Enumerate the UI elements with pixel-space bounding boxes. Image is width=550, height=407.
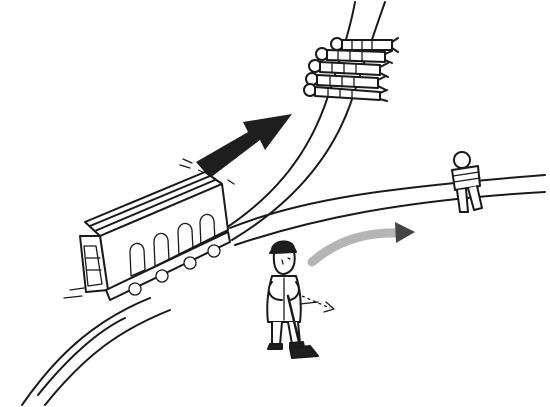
- switch-operator: [266, 240, 335, 359]
- person-4: [305, 72, 387, 91]
- person-5: [303, 83, 388, 102]
- upper-track: [219, 1, 386, 241]
- person-2: [315, 47, 393, 64]
- five-people: [303, 37, 399, 102]
- switch-arrow: [307, 222, 415, 267]
- person-1: [330, 37, 399, 53]
- side-track: [229, 174, 546, 246]
- railway-tracks: [21, 1, 546, 406]
- direction-arrow: [196, 114, 292, 178]
- single-person: [451, 151, 483, 213]
- main-track: [21, 297, 171, 406]
- trolley: [63, 158, 235, 301]
